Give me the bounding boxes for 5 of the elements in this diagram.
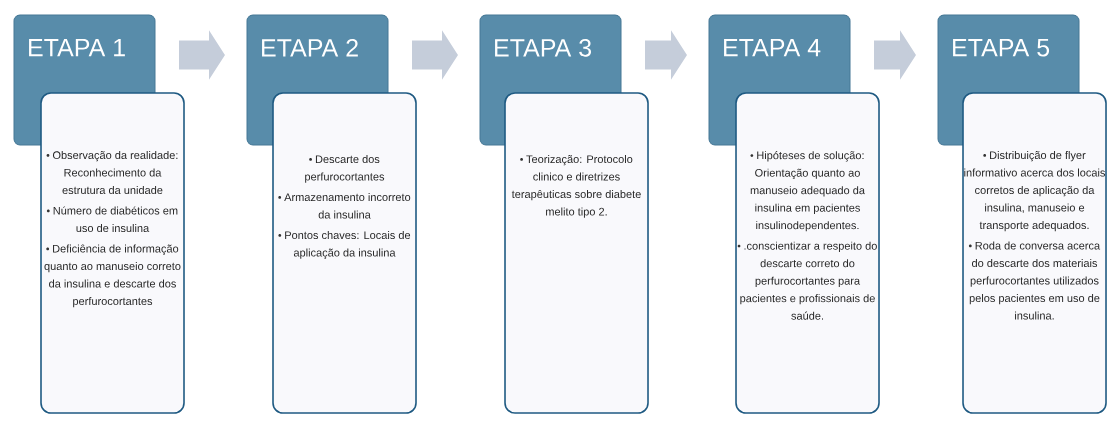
step-details-box: Descarte dos perfurocortantes Armazenamento incorreto da insulina Pontos chaves: Locais de aplicação da insulina	[272, 92, 417, 414]
step-details-box: Teorização: Protocolo clinico e diretrizes terapêuticas sobre diabete melito tipo 2.	[504, 92, 649, 414]
step-details-box: Hipóteses de solução: Orientação quanto ao manuseio adequado da insulina em pacientes insulinodependentes. .conscientizar a respeito do descarte correto do perfurocortantes para pacientes e profissionais de saúde.	[735, 92, 880, 414]
step-details-box: Observação da realidade: Reconhecimento da estrutura da unidade Número de diabéticos em uso de insulina Deficiência de informação quanto ao manuseio correto da insulina e descarte dos perfurocortantes	[40, 92, 185, 414]
step-details-box: Distribuição de flyer informativo acerca dos locais corretos de aplicação da insulina, manuseio e transporte adequados. Roda de conversa acerca do descarte dos materiais perfurocortantes utilizados pelos pacientes em uso de insulina.	[962, 92, 1107, 414]
